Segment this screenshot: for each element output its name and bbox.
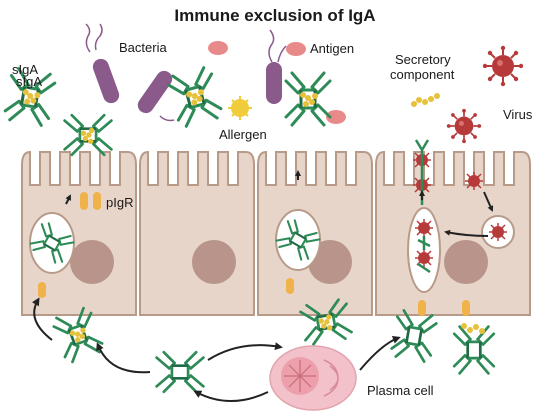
nucleus — [192, 240, 236, 284]
transcytosis-vesicle-2 — [273, 209, 323, 271]
bacteria-icon — [266, 29, 332, 127]
antigen-icon — [208, 41, 346, 124]
label-pigr: pIgR — [106, 195, 133, 210]
label-virus: Virus — [503, 107, 533, 122]
transcytosis-vesicle-1 — [27, 212, 77, 274]
nucleus — [444, 240, 488, 284]
arrows — [31, 170, 494, 402]
epithelial-cell-1 — [21, 150, 137, 316]
diagram-title: Immune exclusion of IgA — [174, 6, 375, 25]
label-plasma-cell: Plasma cell — [367, 383, 434, 398]
label-siga-1: sIgA — [12, 62, 38, 77]
plasma-cell — [269, 345, 357, 411]
virus-endosome — [481, 215, 515, 249]
label-secretory-component-1: Secretory — [395, 52, 451, 67]
secretory-component-icon — [411, 93, 440, 107]
bacteria-icon — [85, 23, 225, 130]
label-siga-2: sIgA — [16, 74, 42, 89]
secretory-component-free — [461, 323, 485, 334]
allergen-icon — [228, 96, 252, 120]
label-bacteria: Bacteria — [119, 40, 167, 55]
label-antigen: Antigen — [310, 41, 354, 56]
nucleus — [70, 240, 114, 284]
siga-on-pigr — [63, 113, 113, 157]
transcytosis-vesicle-3 — [407, 207, 441, 293]
label-secretory-component-2: component — [390, 67, 455, 82]
pigr-receptor — [38, 192, 470, 316]
label-allergen: Allergen — [219, 127, 267, 142]
epithelial-cell-2 — [139, 150, 255, 316]
